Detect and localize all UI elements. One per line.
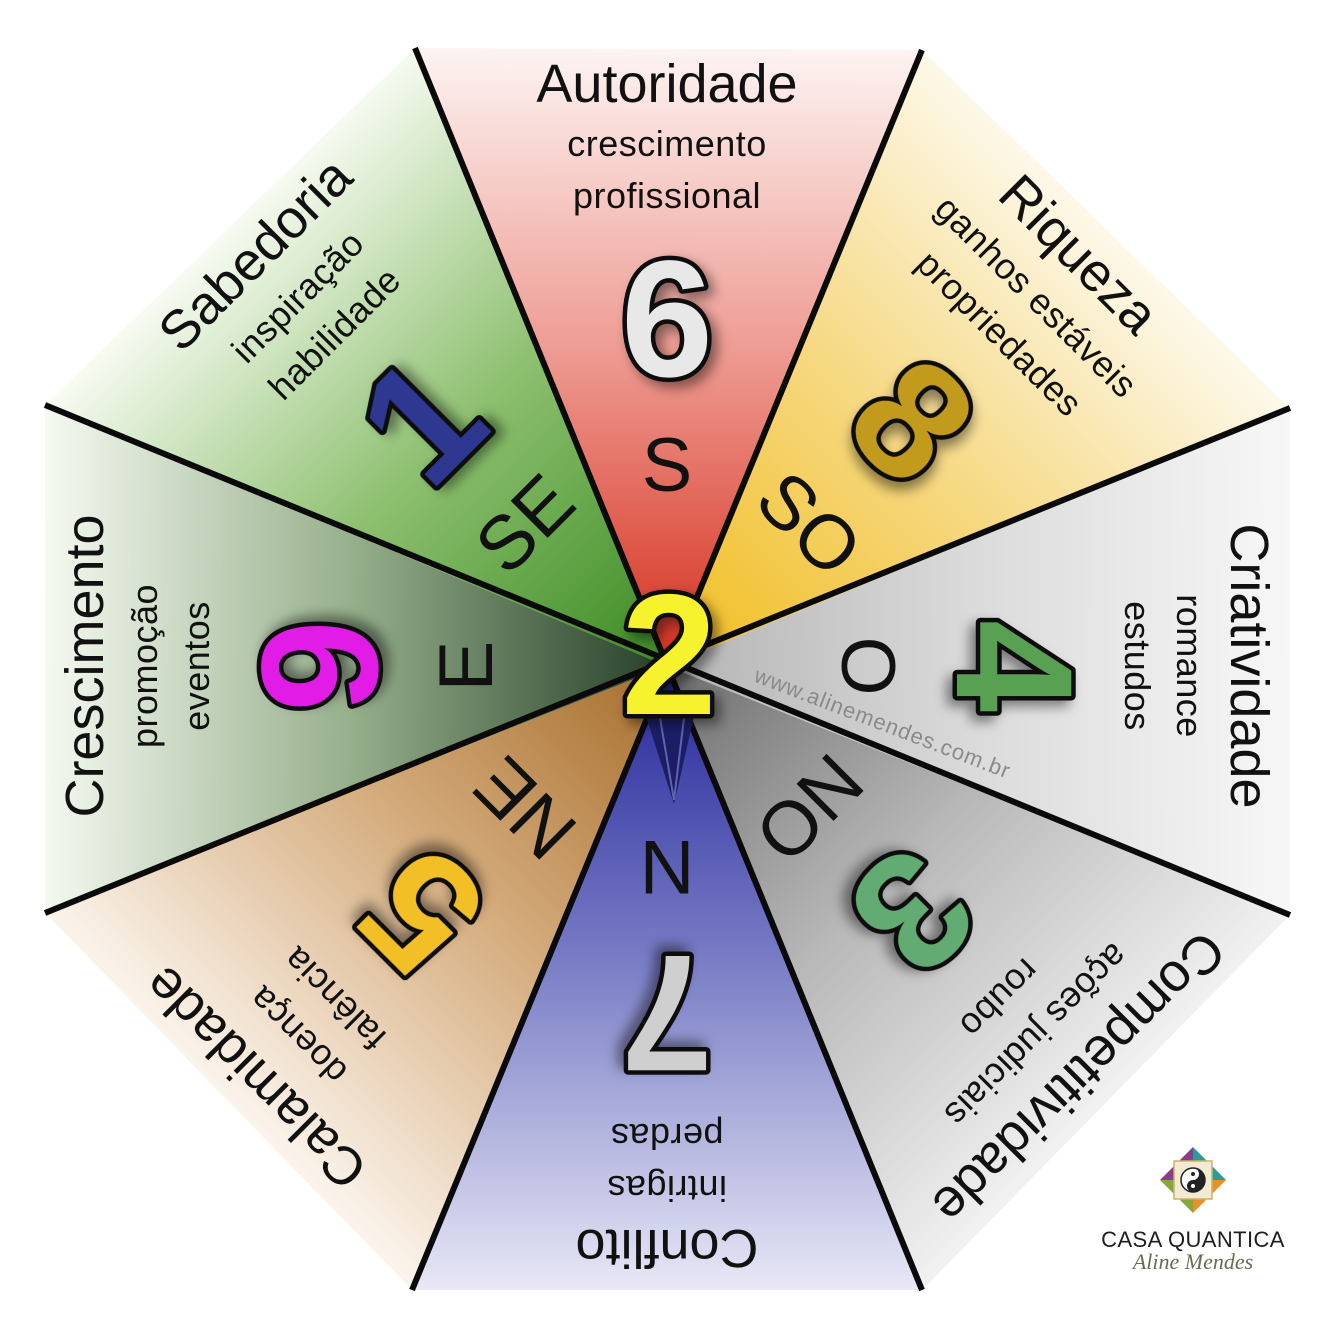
sector-s-labels: Autoridade crescimento profissional 6 S [536,54,797,508]
sector-subtitle: eventos [176,601,217,731]
sector-subtitle: crescimento [567,123,767,164]
sector-title: Criatividade [1219,523,1279,808]
sector-se [45,48,667,666]
sector-e-labels: Crescimento promoção eventos 9 E [55,514,509,817]
sector-n [412,666,922,1290]
sector-n-labels: Conflito intrigas perdas 7 N [575,824,758,1278]
divider-line [409,48,925,1292]
sector-subtitle: perdas [610,1116,723,1157]
sector-wedges [45,48,1290,1290]
sector-direction: N [640,824,695,909]
sector-direction: S [642,423,693,508]
sector-direction: E [424,641,509,692]
sector-number: 7 [621,920,713,1105]
sector-ne [45,666,667,1290]
divider-line [43,405,1292,916]
sector-o-labels: Criatividade romance estudos 4 O [825,523,1279,808]
sector-title: Autoridade [536,54,797,114]
sector-title: Crescimento [55,514,115,817]
sector-direction: O [825,636,910,695]
logo-brand: CASA QUANTICA [1101,1227,1285,1252]
sector-title: Conflito [575,1218,758,1278]
yin-yang-logo-icon [1160,1147,1226,1213]
compass-needle-icon [646,716,694,804]
sector-subtitle: profissional [573,175,761,216]
logo-author: Aline Mendes [1131,1249,1253,1274]
sector-o [667,408,1290,915]
sector-number: 6 [621,227,713,412]
sector-e [45,405,667,913]
sector-subtitle: romance [1169,594,1210,738]
sector-s [415,48,922,666]
divider-lines [43,46,1292,1292]
sector-number: 4 [921,620,1106,712]
logo: CASA QUANTICA Aline Mendes [1101,1147,1285,1274]
center-number: 2 [621,559,717,751]
sector-so [667,50,1290,666]
sector-subtitle: intrigas [607,1168,727,1209]
sector-number: 9 [228,620,413,712]
sector-subtitle: promoção [124,584,165,748]
sector-no [667,666,1290,1290]
sector-subtitle: estudos [1117,601,1158,731]
